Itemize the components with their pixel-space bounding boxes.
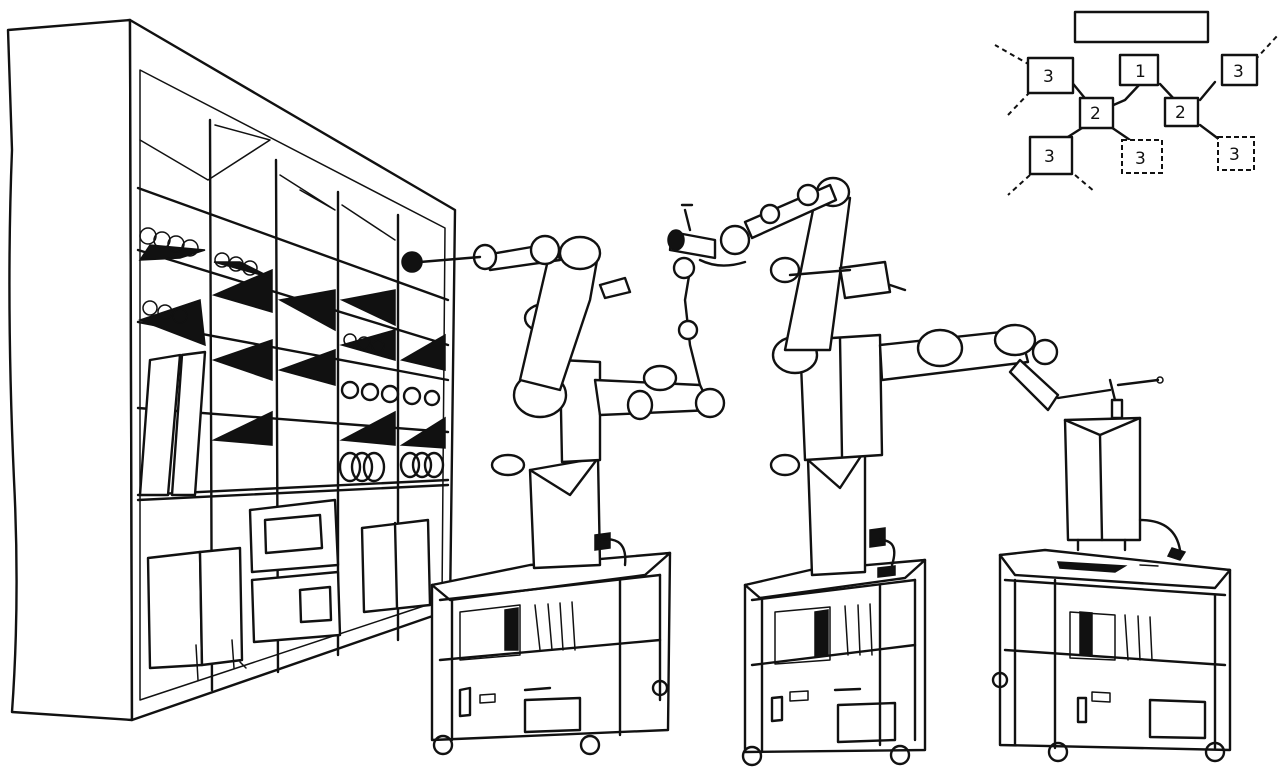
node-3-top-left: 3 [1026, 56, 1075, 95]
node-2-left-label: 2 [1090, 104, 1101, 124]
robot-unit-left [401, 203, 751, 756]
node-3-top-right-label: 3 [1233, 62, 1244, 82]
node-3-top-left-label: 3 [1043, 67, 1054, 87]
node-2-left: 2 [1078, 96, 1115, 130]
robot-unit-right [991, 398, 1232, 763]
node-1: 1 [1118, 53, 1160, 87]
storage-shelf [6, 18, 457, 722]
node-3-bottom-middle-dashed: 3 [1121, 139, 1163, 174]
node-2-right-label: 2 [1175, 103, 1186, 123]
node-3-bottom-left: 3 [1028, 135, 1074, 176]
node-3-bottom-left-label: 3 [1044, 147, 1055, 167]
node-3-bottom-middle-label: 3 [1135, 149, 1146, 169]
node-3-top-right: 3 [1220, 53, 1259, 87]
node-1-label: 1 [1135, 62, 1146, 82]
robot-unit-middle [741, 176, 1164, 767]
network-diagram: 1 2 2 3 3 3 3 3 [994, 10, 1279, 196]
node-3-bottom-right-dashed: 3 [1217, 136, 1255, 171]
node-3-bottom-right-label: 3 [1229, 145, 1240, 165]
node-2-right: 2 [1163, 96, 1200, 128]
diagram-header-box [1073, 10, 1210, 44]
